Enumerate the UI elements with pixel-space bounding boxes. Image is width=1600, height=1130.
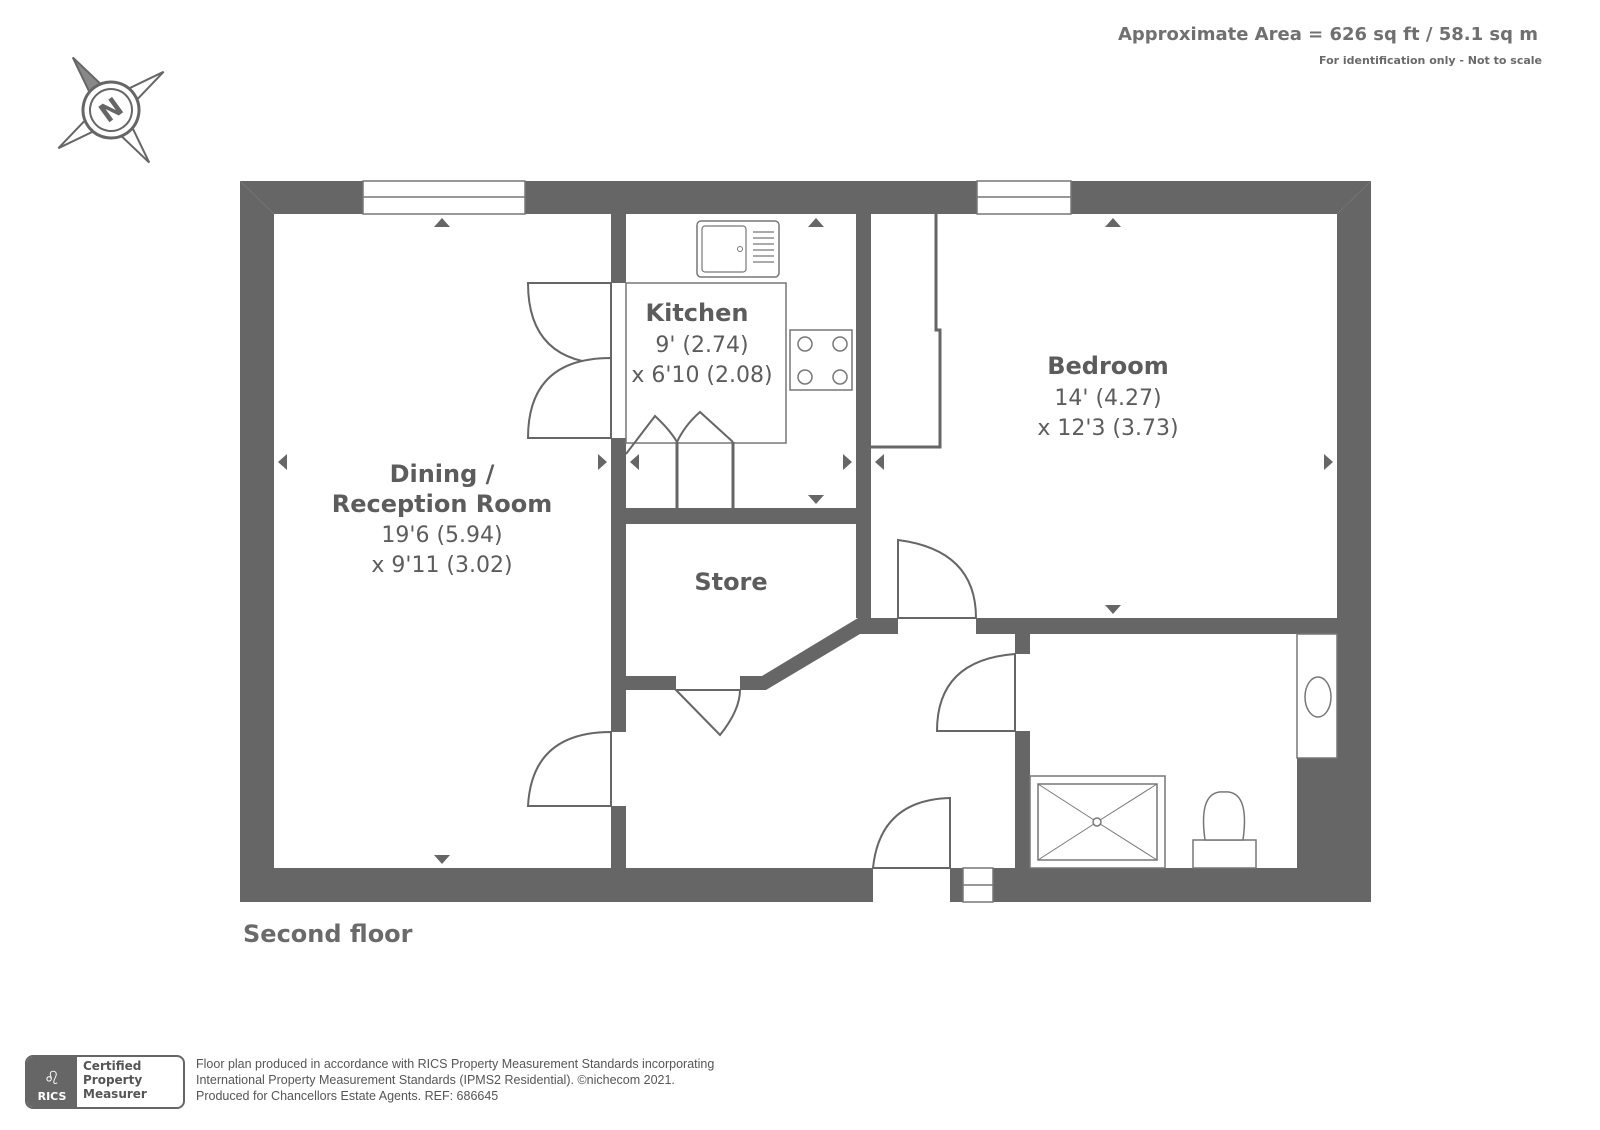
- rics-letters: RICS: [37, 1090, 67, 1103]
- rics-lion-icon: ♌: [43, 1068, 61, 1089]
- store-door: [673, 689, 742, 737]
- kitchen-cupboards: [625, 410, 735, 508]
- wardrobe: [871, 214, 942, 449]
- floor-label: Second floor: [243, 920, 413, 948]
- dimension-arrows: [278, 218, 1333, 864]
- footer-line2: International Property Measurement Stand…: [196, 1073, 675, 1087]
- kitchen-name: Kitchen: [646, 299, 749, 327]
- approximate-area: Approximate Area = 626 sq ft / 58.1 sq m: [1117, 24, 1538, 45]
- bedroom-door: [897, 538, 978, 619]
- dining-dim2: x 9'11 (3.02): [371, 553, 512, 578]
- dining-dim1: 19'6 (5.94): [381, 523, 502, 548]
- identification-note: For identification only - Not to scale: [1319, 54, 1542, 67]
- bedroom-name: Bedroom: [1047, 352, 1169, 380]
- kitchen-dim1: 9' (2.74): [655, 333, 748, 358]
- footer-line3: Produced for Chancellors Estate Agents. …: [196, 1089, 499, 1103]
- bathroom-fixtures: [1029, 633, 1338, 869]
- kitchen-door-upper: [526, 282, 612, 366]
- bedroom-dim1: 14' (4.27): [1054, 386, 1161, 411]
- badge-line3: Measurer: [83, 1087, 147, 1101]
- dining-name-line1: Dining /: [390, 460, 495, 488]
- footer-text: Floor plan produced in accordance with R…: [196, 1056, 714, 1104]
- north-compass-icon: N: [57, 56, 165, 164]
- store-name: Store: [694, 568, 767, 596]
- bathroom-door: [935, 652, 1016, 732]
- doors: [526, 282, 1016, 869]
- kitchen-counter: [625, 220, 853, 444]
- rics-badge: ♌ RICS Certified Property Measurer: [25, 1055, 185, 1109]
- bedroom-dim2: x 12'3 (3.73): [1037, 416, 1178, 441]
- badge-line2: Property: [83, 1073, 143, 1087]
- window-bedroom: [976, 180, 1072, 215]
- badge-line1: Certified: [83, 1059, 142, 1073]
- dining-name-line2: Reception Room: [332, 490, 553, 518]
- interior-walls: [611, 214, 1337, 868]
- kitchen-door-lower: [526, 356, 612, 439]
- kitchen-dim2: x 6'10 (2.08): [631, 363, 772, 388]
- footer-line1: Floor plan produced in accordance with R…: [196, 1057, 715, 1071]
- dining-door: [526, 730, 612, 807]
- window-dining: [362, 180, 526, 215]
- entrance-door: [871, 796, 951, 869]
